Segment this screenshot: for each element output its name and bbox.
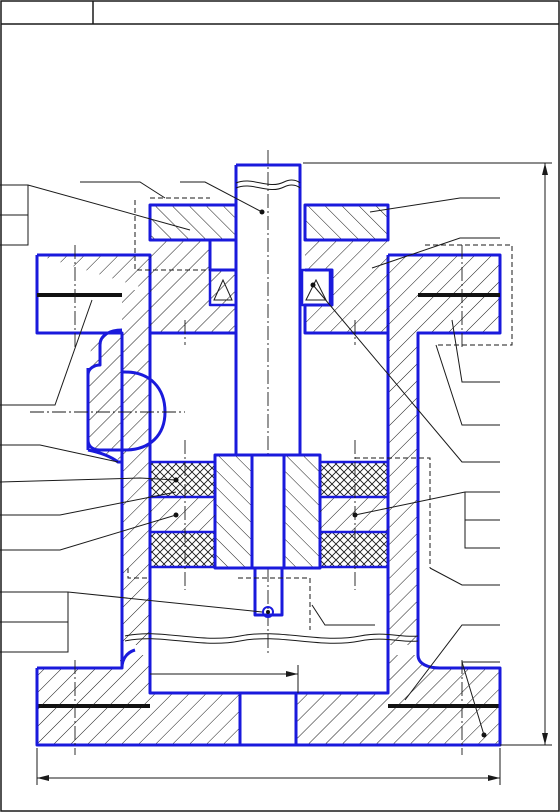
- hub: [213, 453, 322, 570]
- lower-pin: [253, 568, 284, 618]
- shaft: [234, 150, 302, 655]
- dimension-lines: [36, 162, 552, 785]
- leader-lines: [0, 181, 500, 736]
- base-plate: [35, 645, 502, 747]
- break-line: [124, 633, 419, 644]
- top-cover: [148, 203, 390, 242]
- phantom-outlines: [127, 197, 513, 630]
- seal-housing: [150, 238, 388, 335]
- bearings: [148, 460, 390, 569]
